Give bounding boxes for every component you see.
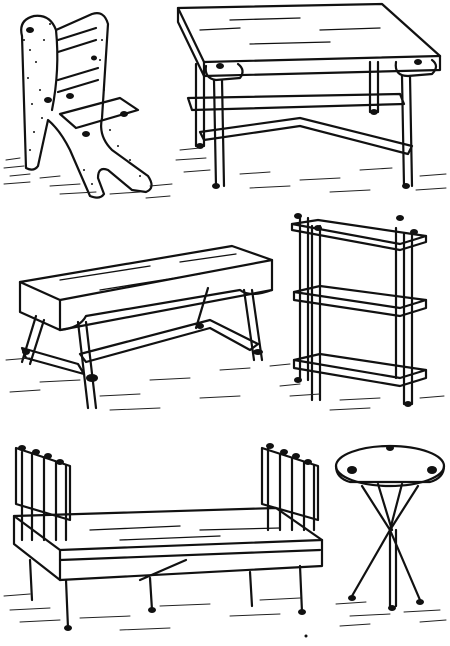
chair-illustration (3, 12, 173, 199)
stool-illustration (334, 444, 447, 627)
bed-illustration (3, 443, 324, 638)
table-illustration (175, 2, 447, 193)
shelf-illustration (279, 213, 445, 411)
bench-illustration (5, 244, 291, 411)
